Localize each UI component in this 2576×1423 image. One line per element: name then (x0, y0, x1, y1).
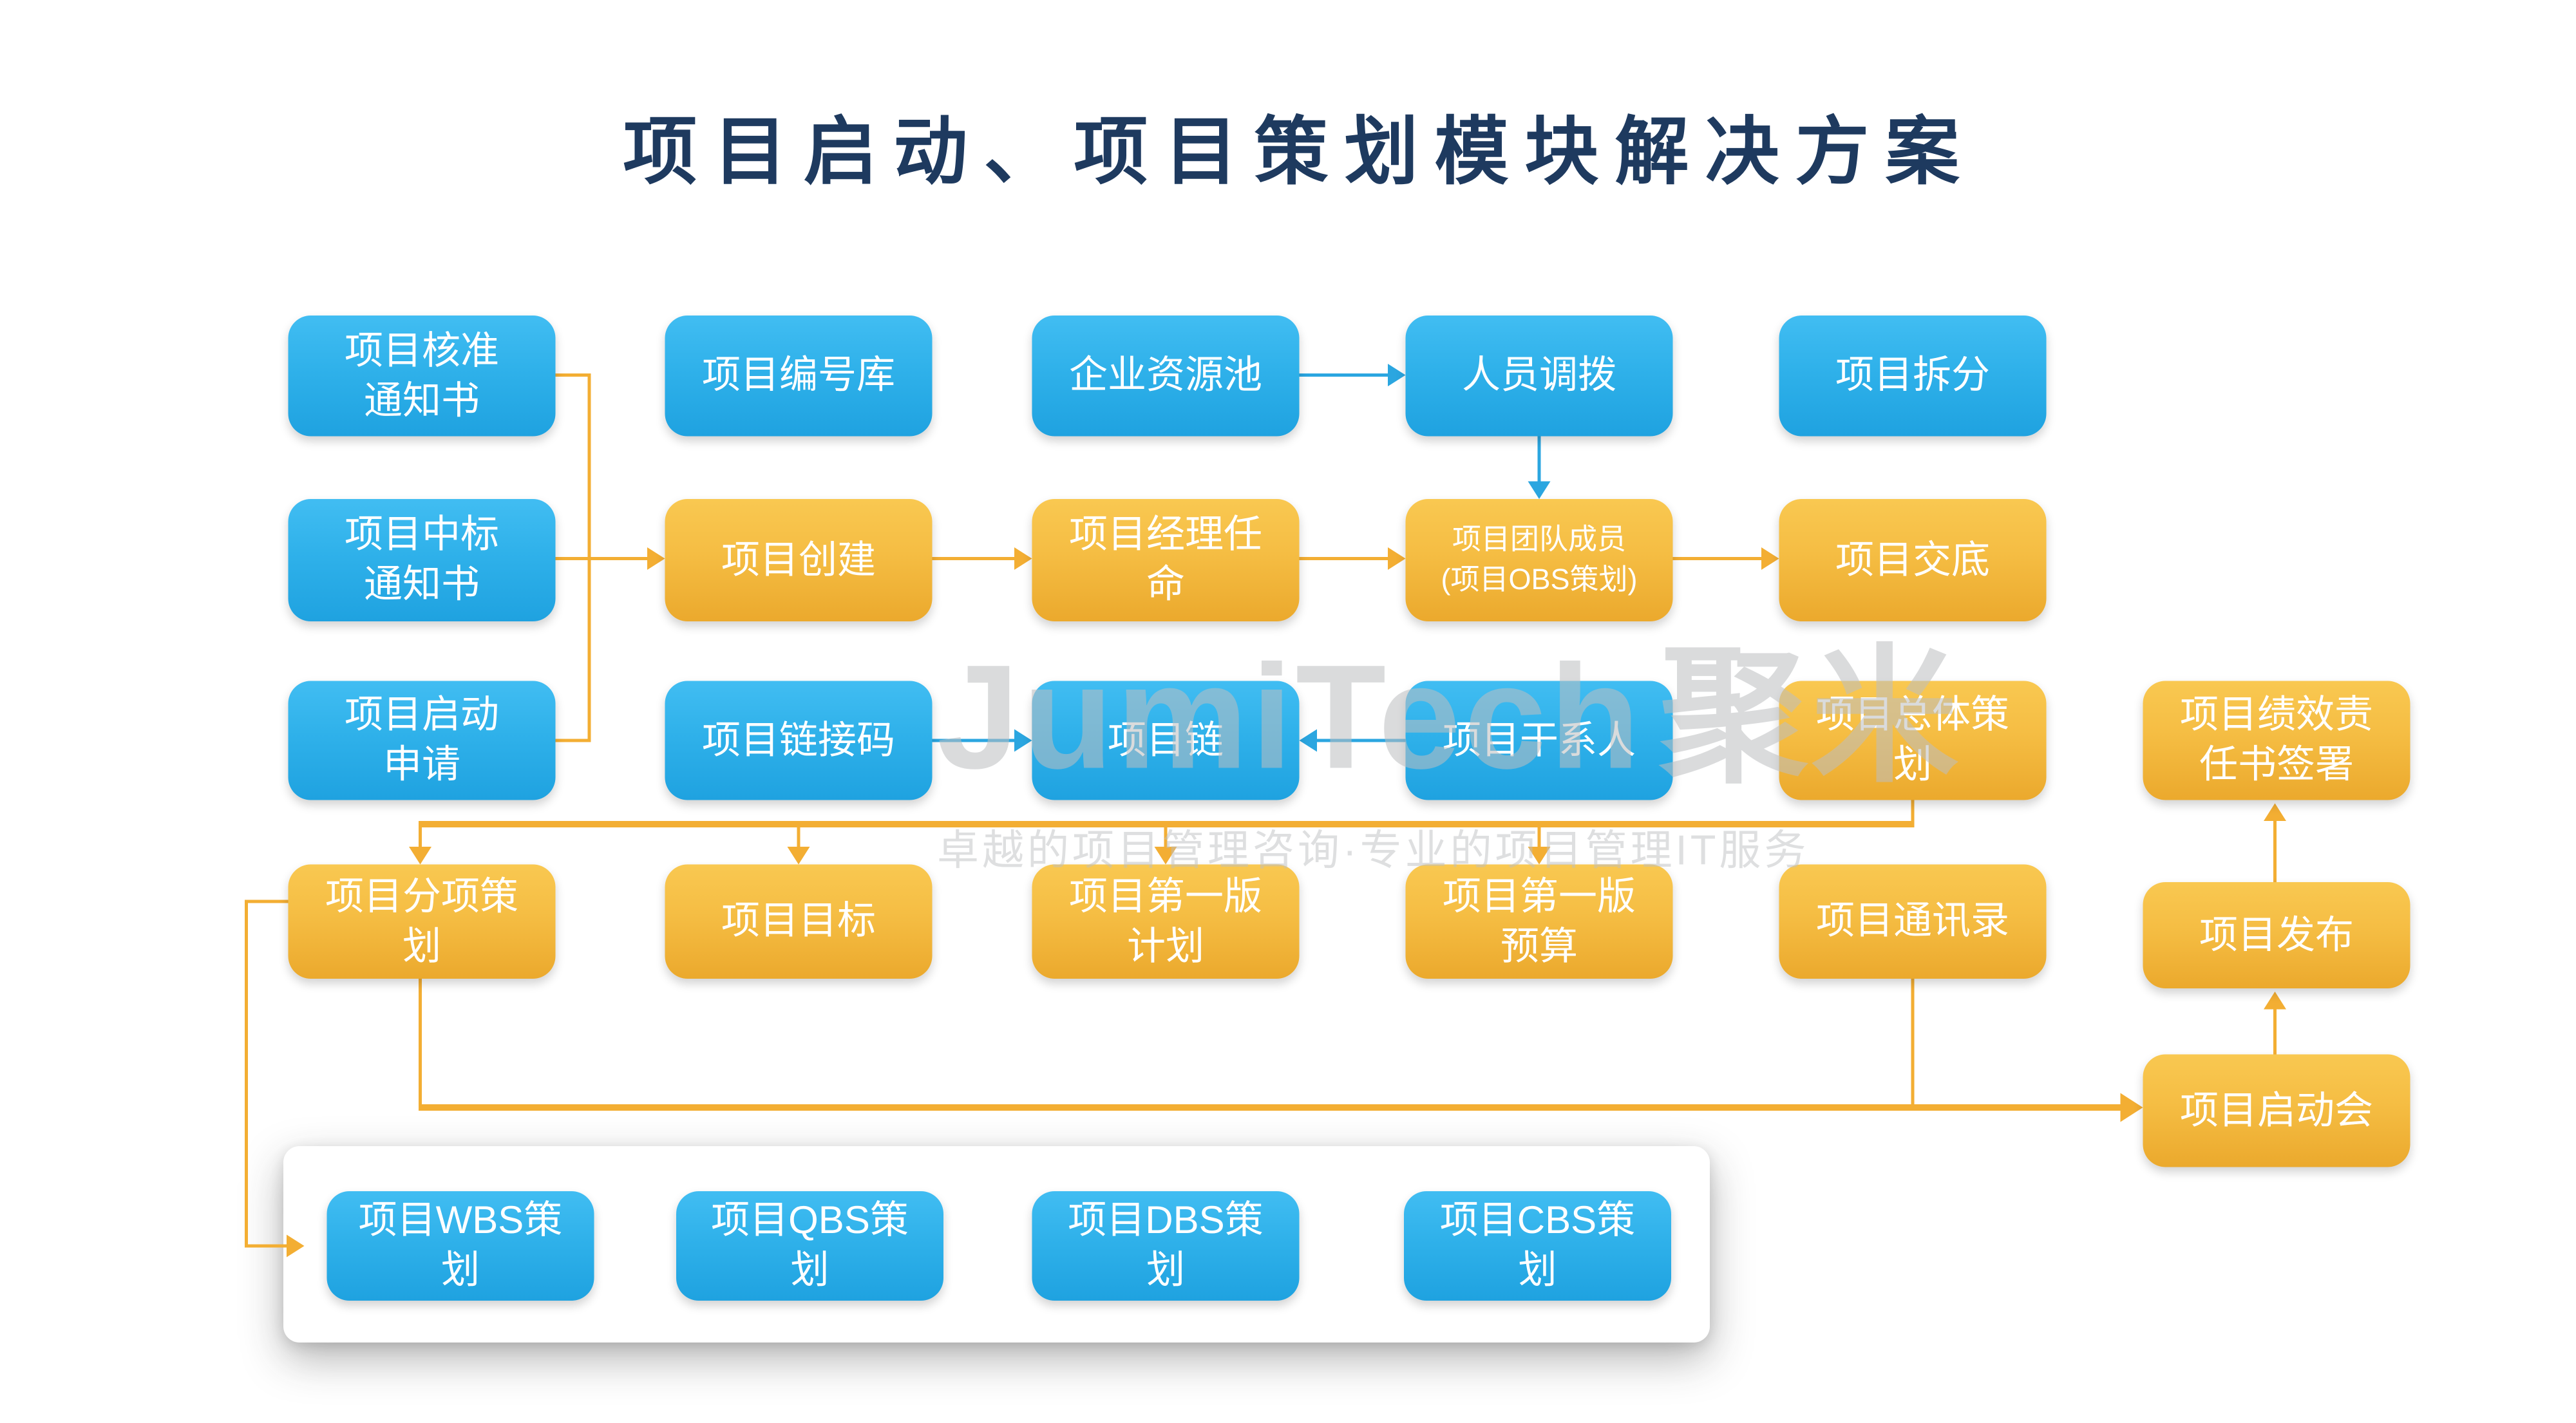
connector-staff-to-team (1537, 436, 1541, 482)
node-number-library: 项目编号库 (665, 316, 933, 437)
node-staff-allocation: 人员调拨 (1405, 316, 1673, 437)
node-release: 项目发布 (2143, 882, 2410, 988)
connector-linkcode-to-chain (932, 739, 1014, 742)
connector-drop-objectives (797, 827, 800, 847)
connector-approval-stub (555, 373, 591, 377)
arrowhead-staff-down-icon (1528, 481, 1551, 499)
connector-overall-stub (1911, 800, 1915, 823)
connector-release-to-performance (2273, 821, 2277, 882)
node-approval-notice: 项目核准 通知书 (288, 316, 556, 437)
connector-pm-to-team (1299, 557, 1388, 560)
arrowhead-into-release-icon (2264, 992, 2286, 1010)
node-first-plan: 项目第一版 计划 (1032, 864, 1300, 979)
node-project-create: 项目创建 (665, 499, 933, 621)
node-performance-signing: 项目绩效责 任书签署 (2143, 681, 2410, 800)
node-directory: 项目通讯录 (1779, 864, 2047, 979)
node-project-briefing: 项目交底 (1779, 499, 2047, 621)
node-project-split: 项目拆分 (1779, 316, 2047, 437)
arrowhead-into-kickoff-icon (2120, 1093, 2143, 1122)
connector-kickoff-line (419, 1104, 2121, 1111)
arrowhead-into-firstplan-icon (1154, 847, 1177, 865)
arrowhead-into-staff-icon (1388, 364, 1406, 386)
node-bid-win-notice: 项目中标 通知书 (288, 499, 556, 621)
connector-into-panel (245, 1244, 287, 1248)
node-objectives: 项目目标 (665, 864, 933, 979)
connector-stakeholders-to-chain (1317, 739, 1406, 742)
connector-startup-stub (555, 739, 591, 742)
connector-pool-to-staff (1299, 373, 1388, 377)
node-wbs-planning: 项目WBS策 划 (327, 1191, 594, 1301)
connector-drop-subplanning (419, 827, 422, 847)
node-sub-planning: 项目分项策 划 (288, 864, 556, 979)
connector-distribution-line (419, 821, 1915, 827)
node-cbs-planning: 项目CBS策 划 (1404, 1191, 1671, 1301)
page-title: 项目启动、项目策划模块解决方案 (623, 109, 1976, 193)
node-first-budget: 项目第一版 预算 (1405, 864, 1673, 979)
connector-kickoff-to-release (2273, 1009, 2277, 1055)
arrowhead-into-create-icon (647, 547, 665, 570)
arrowhead-into-chain-right-icon (1014, 729, 1032, 752)
connector-create-to-pm (932, 557, 1014, 560)
connector-subplanning-left-stub (245, 900, 289, 903)
arrowhead-into-panel-icon (287, 1234, 305, 1258)
node-team-members: 项目团队成员 (项目OBS策划) (1405, 499, 1673, 621)
connector-bidwin-to-create (555, 557, 647, 560)
connector-directory-down (1911, 979, 1915, 1107)
node-kickoff: 项目启动会 (2143, 1054, 2410, 1167)
node-resource-pool: 企业资源池 (1032, 316, 1300, 437)
connector-left-loop-vertical (245, 900, 248, 1248)
node-dbs-planning: 项目DBS策 划 (1032, 1191, 1300, 1301)
connector-drop-firstbudget (1537, 827, 1541, 847)
arrowhead-into-chain-left-icon (1299, 729, 1317, 752)
node-startup-application: 项目启动 申请 (288, 681, 556, 800)
arrowhead-into-subplanning-icon (409, 847, 431, 865)
node-qbs-planning: 项目QBS策 划 (676, 1191, 943, 1301)
connector-team-to-briefing (1672, 557, 1761, 560)
arrowhead-into-objectives-icon (787, 847, 810, 865)
arrowhead-into-performance-icon (2264, 803, 2286, 821)
node-stakeholders: 项目干系人 (1405, 681, 1673, 800)
arrowhead-into-team-icon (1388, 547, 1406, 570)
node-link-code: 项目链接码 (665, 681, 933, 800)
node-overall-planning: 项目总体策 划 (1779, 681, 2047, 800)
arrowhead-into-firstbudget-icon (1528, 847, 1551, 865)
connector-drop-firstplan (1164, 827, 1168, 847)
connector-subplanning-down (419, 979, 422, 1107)
node-pm-appointment: 项目经理任 命 (1032, 499, 1300, 621)
arrowhead-into-briefing-icon (1761, 547, 1779, 570)
arrowhead-into-pm-icon (1014, 547, 1032, 570)
node-project-chain: 项目链 (1032, 681, 1300, 800)
